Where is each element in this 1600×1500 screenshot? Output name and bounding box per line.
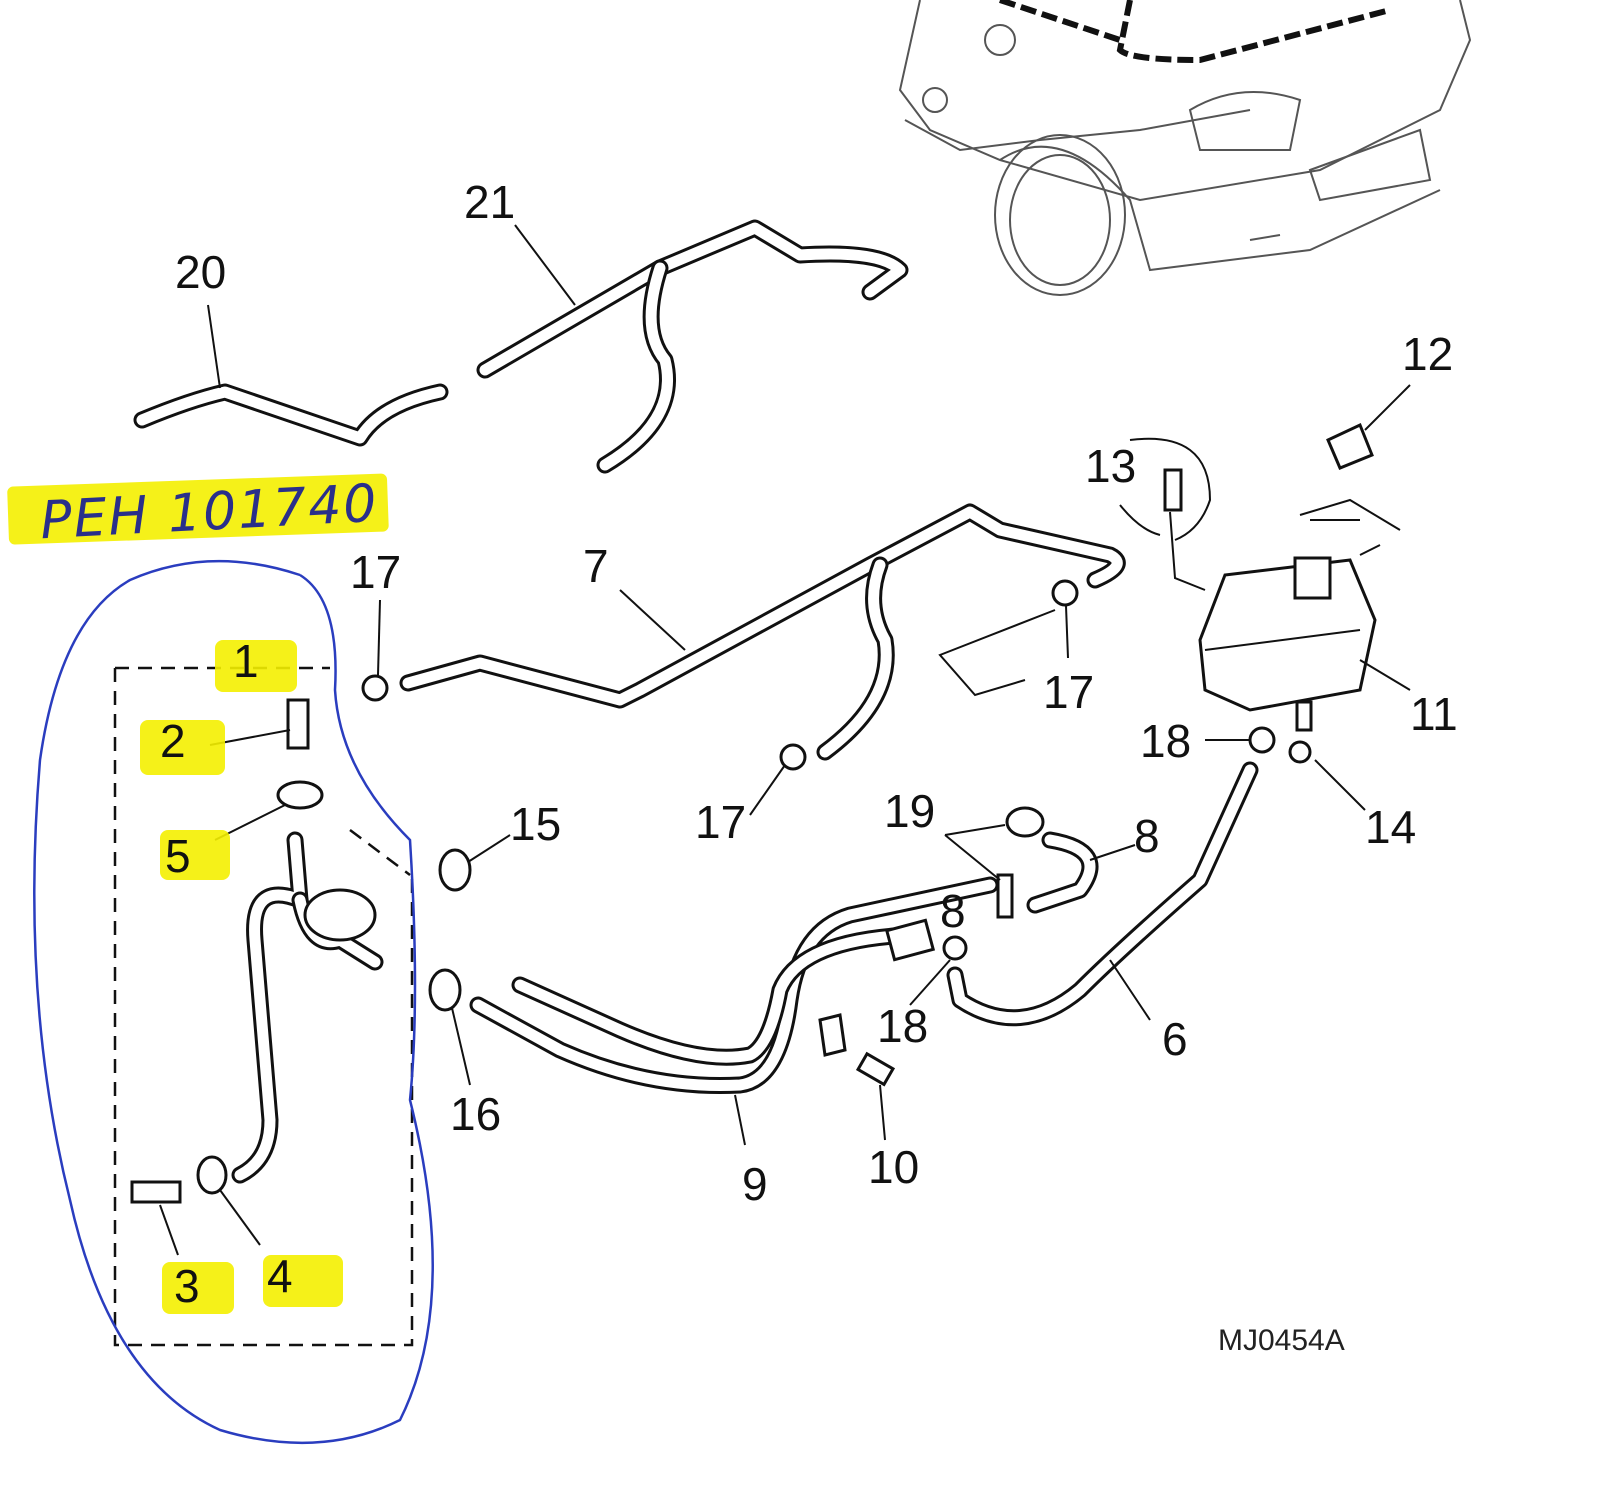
leader-lines (159, 224, 1411, 1256)
hose-21 (476, 219, 909, 474)
callout-7: 7 (583, 540, 609, 592)
callout-5: 5 (165, 830, 191, 882)
hose-6 (946, 761, 1259, 1027)
kit-boundary (113, 666, 414, 1347)
bolt-13 (1163, 468, 1183, 512)
hose-9 (469, 876, 999, 1095)
callout-17: 17 (695, 796, 746, 848)
callout-19: 19 (884, 785, 935, 837)
callout-20: 20 (175, 246, 226, 298)
expansion-tank (1198, 544, 1381, 732)
callout-18: 18 (1140, 715, 1191, 767)
hose-7 (399, 503, 1126, 761)
callout-18: 18 (877, 1000, 928, 1052)
clips (130, 579, 1312, 1204)
callout-4: 4 (267, 1250, 293, 1302)
highlights (7, 473, 389, 1314)
callout-13: 13 (1085, 440, 1136, 492)
callout-9: 9 (742, 1158, 768, 1210)
hose-20 (133, 383, 449, 447)
callout-14: 14 (1365, 801, 1416, 853)
callout-8: 8 (1134, 810, 1160, 862)
callout-2: 2 (160, 715, 186, 767)
callout-labels: 20 21 12 13 17 7 17 17 11 18 14 15 19 8 … (160, 176, 1458, 1312)
diagram-code: MJ0454A (1218, 1324, 1345, 1357)
callout-16: 16 (450, 1088, 501, 1140)
vehicle-outline (898, 0, 1472, 296)
callout-8: 8 (940, 885, 966, 937)
callout-17: 17 (350, 546, 401, 598)
callout-15: 15 (510, 798, 561, 850)
hose-assembly-1 (231, 831, 384, 1184)
callout-11: 11 (1410, 688, 1458, 740)
callout-17: 17 (1043, 666, 1094, 718)
pen-circle (33, 559, 434, 1445)
callout-1: 1 (233, 635, 259, 687)
callout-6: 6 (1162, 1013, 1188, 1065)
callout-3: 3 (174, 1260, 200, 1312)
hose-8 (1026, 831, 1099, 914)
callout-12: 12 (1402, 328, 1453, 380)
callout-10: 10 (868, 1141, 919, 1193)
cap-12 (1326, 422, 1374, 470)
callout-21: 21 (464, 176, 515, 228)
